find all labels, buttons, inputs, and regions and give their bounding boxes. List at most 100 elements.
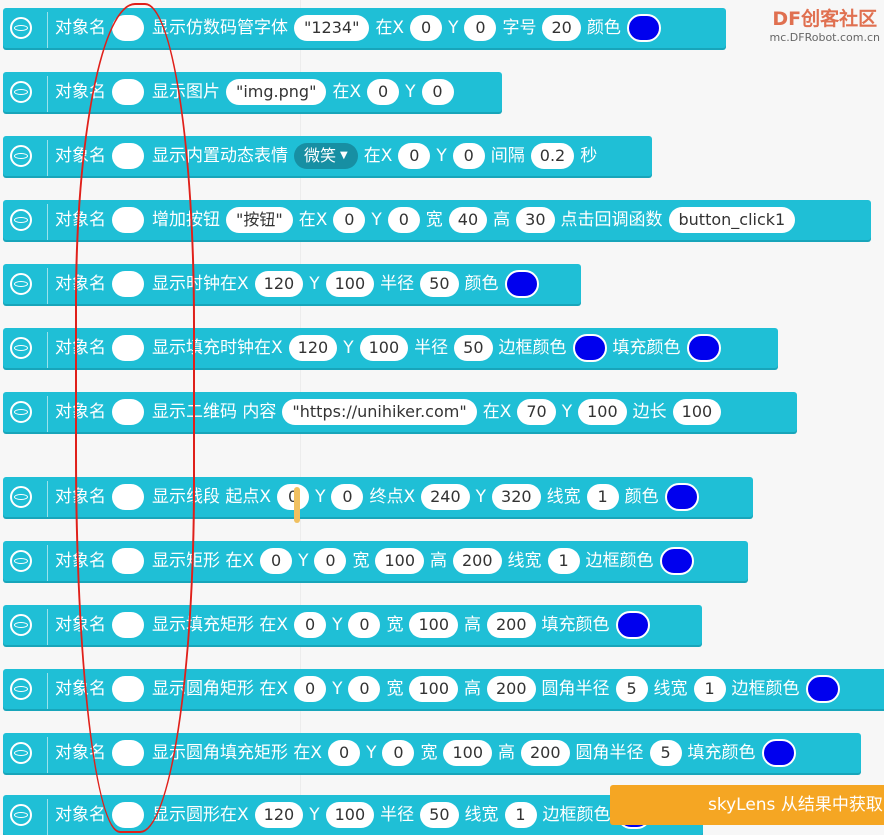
- number-input[interactable]: 0.2: [530, 143, 575, 169]
- number-input[interactable]: 0: [314, 548, 347, 574]
- number-input[interactable]: 0: [387, 207, 420, 233]
- number-input[interactable]: 1: [693, 676, 726, 702]
- block-text: 半径: [414, 338, 449, 358]
- object-name-input[interactable]: [112, 612, 144, 638]
- object-name-input[interactable]: [112, 484, 144, 510]
- number-input[interactable]: 0: [348, 612, 381, 638]
- number-input[interactable]: 200: [487, 612, 536, 638]
- number-input[interactable]: 50: [420, 802, 459, 828]
- text-input[interactable]: "按钮": [226, 207, 293, 233]
- color-picker[interactable]: [626, 14, 661, 42]
- object-name-input[interactable]: [112, 740, 144, 766]
- text-input[interactable]: "1234": [294, 15, 370, 41]
- number-input[interactable]: 1: [547, 548, 580, 574]
- number-input[interactable]: 5: [615, 676, 648, 702]
- object-name-input[interactable]: [112, 143, 144, 169]
- unihiker-board-icon: [10, 401, 32, 423]
- block-text: 边框颜色: [585, 551, 654, 571]
- number-input[interactable]: 100: [375, 548, 424, 574]
- huskylens-block-label: skyLens 从结果中获取: [708, 795, 883, 815]
- object-name-input[interactable]: [112, 399, 144, 425]
- number-input[interactable]: 120: [254, 802, 304, 828]
- number-input[interactable]: 50: [454, 335, 493, 361]
- number-input[interactable]: 0: [464, 15, 497, 41]
- number-input[interactable]: 40: [448, 207, 488, 233]
- number-input[interactable]: 0: [398, 143, 431, 169]
- object-name-input[interactable]: [112, 335, 144, 361]
- color-picker[interactable]: [686, 334, 721, 362]
- number-input[interactable]: 200: [487, 676, 536, 702]
- object-name-input[interactable]: [112, 271, 144, 297]
- number-input[interactable]: 100: [443, 740, 492, 766]
- number-input[interactable]: 240: [421, 484, 470, 510]
- color-picker[interactable]: [659, 547, 694, 575]
- object-name-input[interactable]: [112, 79, 144, 105]
- number-input[interactable]: 0: [294, 676, 327, 702]
- number-input[interactable]: 0: [277, 484, 310, 510]
- object-name-input[interactable]: [112, 802, 144, 828]
- color-picker[interactable]: [572, 334, 607, 362]
- number-input[interactable]: 0: [367, 79, 400, 105]
- number-input[interactable]: 100: [409, 612, 458, 638]
- number-input[interactable]: 100: [672, 399, 722, 425]
- number-input[interactable]: 20: [542, 15, 581, 41]
- number-input[interactable]: 320: [492, 484, 541, 510]
- number-input[interactable]: 0: [382, 740, 415, 766]
- number-input[interactable]: 50: [420, 271, 459, 297]
- color-picker[interactable]: [664, 483, 699, 511]
- text-input[interactable]: button_click1: [668, 207, 796, 233]
- object-name-input[interactable]: [112, 676, 144, 702]
- number-input[interactable]: 100: [578, 399, 627, 425]
- number-input[interactable]: 0: [421, 79, 454, 105]
- number-input[interactable]: 120: [288, 335, 338, 361]
- number-input[interactable]: 100: [325, 271, 375, 297]
- text-input[interactable]: "https://unihiker.com": [282, 399, 477, 425]
- number-input[interactable]: 0: [333, 207, 366, 233]
- number-input[interactable]: 0: [260, 548, 293, 574]
- object-name-input[interactable]: [112, 548, 144, 574]
- text-input[interactable]: "img.png": [226, 79, 327, 105]
- number-input[interactable]: 0: [452, 143, 485, 169]
- color-picker[interactable]: [805, 675, 840, 703]
- color-picker[interactable]: [761, 739, 796, 767]
- number-input[interactable]: 1: [586, 484, 619, 510]
- number-input[interactable]: 0: [294, 612, 327, 638]
- block-text: 在X: [332, 82, 362, 102]
- number-input[interactable]: 5: [649, 740, 682, 766]
- color-picker[interactable]: [504, 270, 539, 298]
- object-name-input[interactable]: [112, 207, 144, 233]
- block-text: 显示填充矩形 在X: [152, 615, 289, 635]
- number-input[interactable]: 30: [516, 207, 555, 233]
- number-input[interactable]: 1: [504, 802, 537, 828]
- number-input[interactable]: 200: [521, 740, 570, 766]
- number-input[interactable]: 100: [325, 802, 375, 828]
- number-input[interactable]: 120: [254, 271, 304, 297]
- number-input[interactable]: 100: [409, 676, 458, 702]
- color-picker[interactable]: [615, 611, 650, 639]
- number-input[interactable]: 100: [359, 335, 409, 361]
- number-input[interactable]: 0: [331, 484, 364, 510]
- huskylens-block-partial[interactable]: skyLens 从结果中获取: [610, 785, 884, 825]
- emoji-dropdown[interactable]: 微笑▼: [294, 143, 358, 169]
- number-input[interactable]: 0: [328, 740, 361, 766]
- unihiker-board-icon: [10, 17, 32, 39]
- number-input[interactable]: 200: [453, 548, 502, 574]
- number-input[interactable]: 0: [348, 676, 381, 702]
- unihiker-board-icon: [10, 804, 32, 826]
- number-input[interactable]: 70: [517, 399, 556, 425]
- number-input[interactable]: 0: [410, 15, 443, 41]
- object-name-input[interactable]: [112, 15, 144, 41]
